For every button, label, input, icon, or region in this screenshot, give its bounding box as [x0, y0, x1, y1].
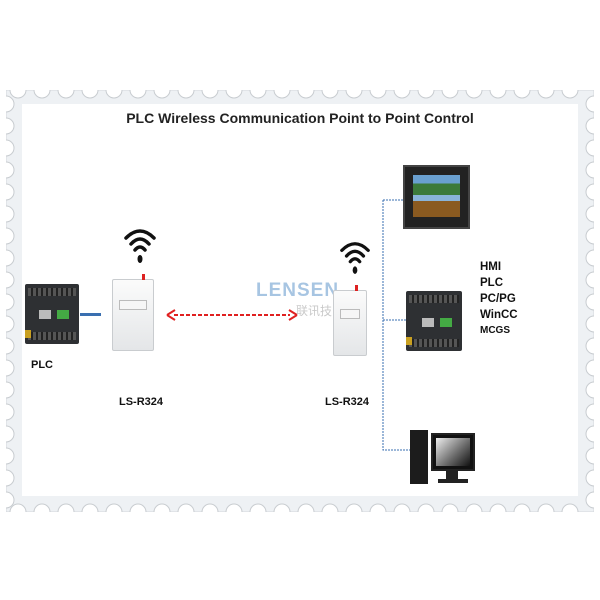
watermark-chinese: 联讯技: [296, 304, 333, 318]
device-bus-lines: [382, 199, 412, 451]
right-router-ls-r324: [333, 285, 367, 356]
hmi-touchscreen: [403, 165, 470, 229]
device-list-item: MCGS: [480, 325, 510, 336]
pc-computer: [410, 428, 478, 484]
wifi-signal-icon: [340, 242, 370, 274]
device-list-item: HMI: [480, 261, 502, 273]
left-router-ls-r324: [112, 274, 154, 351]
device-list-item: PLC: [480, 277, 503, 289]
wifi-signal-icon: [124, 229, 156, 263]
left-router-label: LS-R324: [119, 396, 164, 408]
right-device-list: HMI PLC PC/PG WinCC MCGS: [480, 261, 518, 341]
serial-cable: [80, 313, 101, 316]
device-list-item: WinCC: [480, 309, 518, 321]
right-router-label: LS-R324: [325, 396, 370, 408]
left-plc-device: [25, 284, 79, 344]
lensen-watermark-logo: LENSEN 联讯技: [256, 280, 339, 319]
device-list-item: PC/PG: [480, 293, 516, 305]
left-plc-label: PLC: [31, 359, 53, 371]
wireless-link-arrow: [166, 309, 298, 321]
diagram-title: PLC Wireless Communication Point to Poin…: [126, 110, 474, 126]
watermark-brand: LENSEN: [256, 280, 340, 301]
right-plc-device: [406, 291, 462, 351]
